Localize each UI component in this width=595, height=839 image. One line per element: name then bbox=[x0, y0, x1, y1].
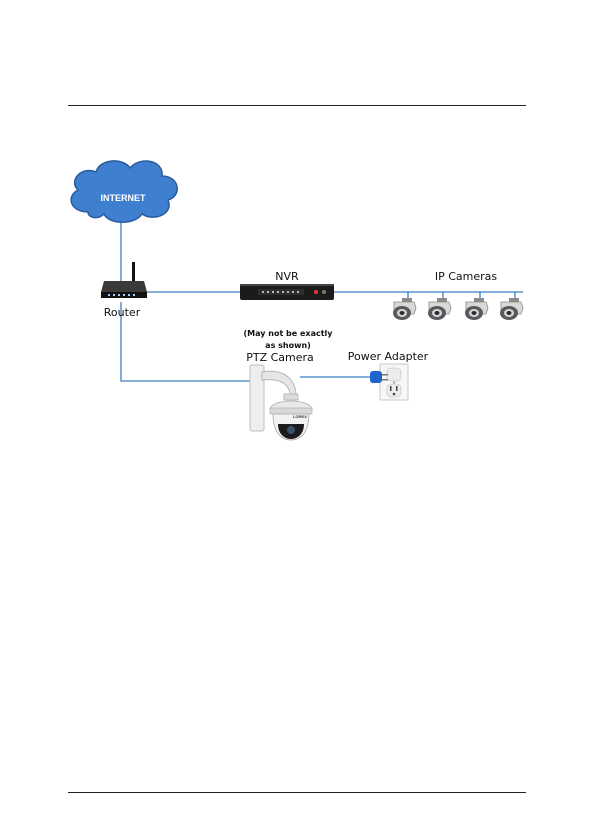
nvr-label: NVR bbox=[275, 270, 299, 283]
router-ptz-line bbox=[121, 302, 252, 381]
nvr-icon bbox=[240, 284, 334, 300]
power-adapter-label: Power Adapter bbox=[348, 350, 429, 363]
internet-label: INTERNET bbox=[101, 193, 147, 203]
power-outlet-icon bbox=[380, 364, 408, 400]
ptz-camera-icon: LOREX bbox=[250, 365, 312, 440]
bullet-camera-icon bbox=[428, 298, 451, 320]
ip-cameras-label: IP Cameras bbox=[435, 270, 498, 283]
ptz-note-line-2: as shown) bbox=[265, 341, 311, 350]
connection-lines bbox=[121, 222, 523, 381]
router-icon bbox=[101, 262, 147, 298]
bullet-camera-icon bbox=[500, 298, 523, 320]
bullet-camera-icon bbox=[465, 298, 488, 320]
ptz-brand-mark: LOREX bbox=[293, 414, 307, 419]
cloud-icon: INTERNET bbox=[71, 161, 177, 222]
router-label: Router bbox=[104, 306, 141, 319]
bullet-camera-icon bbox=[393, 298, 416, 320]
ptz-camera-label: PTZ Camera bbox=[246, 351, 314, 364]
ptz-note-line-1: (May not be exactly bbox=[243, 329, 333, 338]
